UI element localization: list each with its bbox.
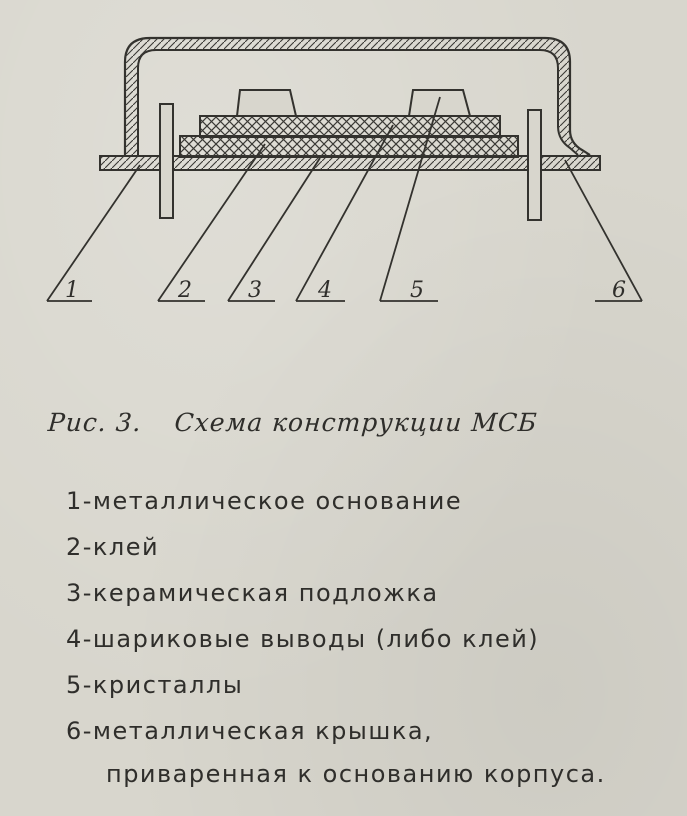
callout-6: 6 [612,278,626,303]
leader-4 [295,124,394,302]
figure-title: Схема конструкции МСБ [173,408,539,437]
legend-item-6: 6-металлическая крышка, [66,717,434,745]
legend-item-1: 1-металлическое основание [66,487,463,515]
pin-left [159,103,174,219]
metal-lid-hatch [125,38,590,155]
leader-2 [157,143,266,302]
legend-item-6-continuation: приваренная к основанию корпуса. [106,760,606,788]
leader-3 [227,157,321,302]
figure-caption: Рис. 3. Схема конструкции МСБ [47,408,539,437]
legend-item-3: 3-керамическая подложка [66,579,439,607]
callout-1: 1 [65,278,79,303]
leader-1 [46,164,141,302]
callout-4: 4 [317,278,332,303]
pin-right [527,109,542,221]
legend-item-2: 2-клей [66,533,160,561]
legend-item-4: 4-шариковые выводы (либо клей) [66,625,540,653]
legend: 1-металлическое основание 2-клей 3-керам… [66,478,606,794]
legend-item-5: 5-кристаллы [66,671,244,699]
callout-5: 5 [410,278,424,303]
figure-number: Рис. 3. [46,408,143,437]
glue-layer [199,115,501,138]
crystal-right [407,89,472,117]
metal-base [99,155,601,171]
crystal-left [235,89,298,117]
leader-6 [564,159,643,302]
ceramic-substrate [179,135,519,158]
callout-3: 3 [248,278,262,303]
callout-2: 2 [177,278,192,303]
msb-construction-diagram: 1 2 3 4 5 6 [46,36,643,303]
leader-5 [379,96,441,302]
